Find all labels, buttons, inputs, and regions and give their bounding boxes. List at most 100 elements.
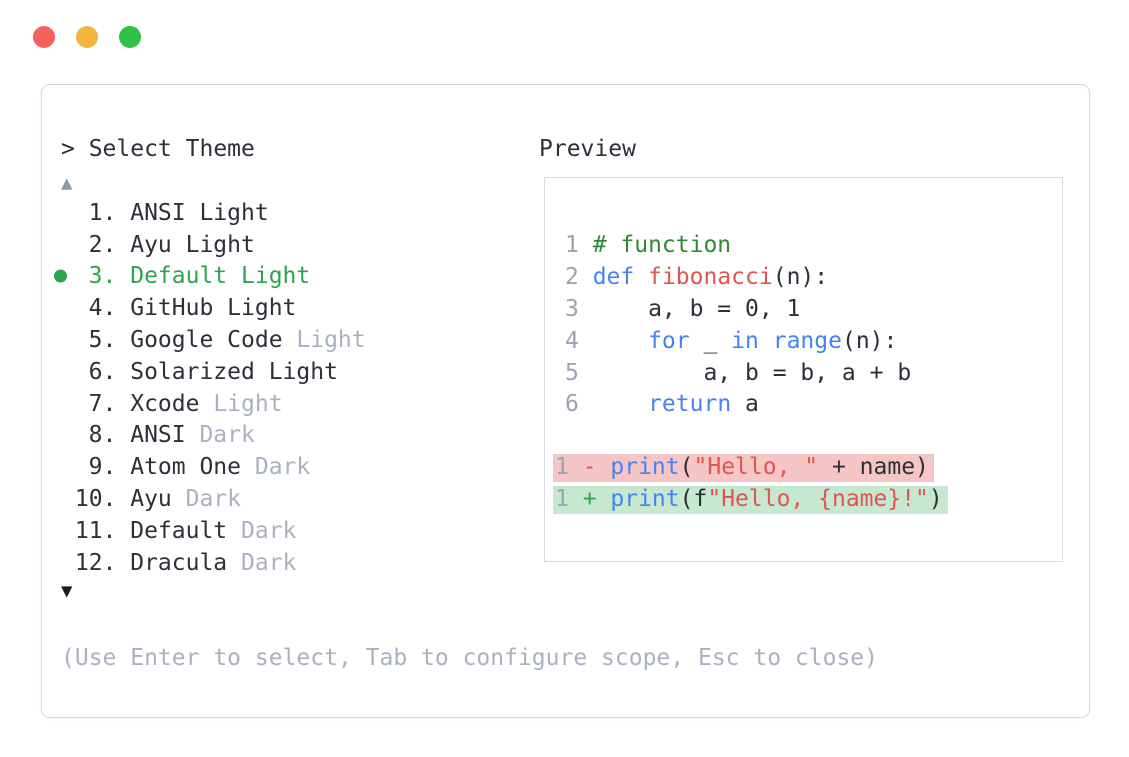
code-token [593,328,648,354]
theme-name: Ayu Light [130,231,255,258]
line-number: 1 [565,232,579,259]
bullet-gutter [61,451,75,483]
diff-line-add: 1 + print(f"Hello, {name}!") [545,484,1062,516]
theme-name: GitHub Light [130,295,297,322]
line-content: 4 for _ in range(n): [565,328,897,355]
line-content: 1 # function [565,232,731,259]
line-content: 3 a, b = 0, 1 [565,296,800,323]
theme-number: 10. [74,486,117,513]
code-line: 5 a, b = b, a + b [545,357,1062,389]
code-token [593,391,648,417]
theme-list-item[interactable]: 3. Default Light [54,261,366,293]
theme-list-item[interactable]: 2.Ayu Light [61,229,366,261]
selected-dot-gutter [54,261,75,293]
code-token: fibonacci [648,264,773,291]
theme-list-item[interactable]: 5. Google Code Light [61,324,366,356]
minimize-window-button[interactable] [76,26,98,48]
theme-list-item[interactable]: 9. Atom One Dark [61,451,366,483]
theme-name: Solarized Light [130,358,338,385]
bullet-gutter [61,483,75,515]
close-window-button[interactable] [33,26,55,48]
code-token: (n): [772,264,829,291]
line-content: 6 return a [565,391,759,418]
line-number: 6 [565,391,579,418]
theme-variant: Dark [254,454,311,481]
bullet-gutter [61,420,75,452]
bullet-gutter [61,292,75,324]
code-token: ( [679,454,694,481]
theme-name: Google Code [130,327,283,354]
theme-variant: Light [213,390,283,417]
code-token: def [592,264,635,291]
bullet-gutter [61,324,75,356]
theme-variant: Dark [241,517,297,544]
theme-list-item[interactable]: 11. Default Dark [61,515,366,547]
code-line: 6 return a [545,389,1062,421]
theme-list-item[interactable]: 8. ANSI Dark [61,420,366,452]
theme-variant: Dark [199,422,255,449]
bullet-gutter [61,547,75,579]
theme-number: 11. [74,517,117,544]
code-token: a, b = 0, 1 [592,295,801,322]
theme-list-item[interactable]: 10. Ayu Dark [61,483,366,515]
selected-dot-icon [54,269,67,283]
line-number: 4 [565,327,579,354]
code-token: ) [928,486,943,513]
code-token: # function [592,232,732,259]
code-token: a [731,391,759,418]
theme-list-item[interactable]: 6. Solarized Light [61,356,366,388]
theme-number: 8. [88,422,117,449]
window-controls [33,26,141,48]
select-theme-prompt[interactable]: > Select Theme [61,136,255,162]
blank-line [545,421,1062,453]
code-token: range [772,327,842,354]
theme-number: 9. [88,454,117,481]
code-token: (f [679,486,708,513]
theme-list-item[interactable]: 4. GitHub Light [61,292,366,324]
line-content: 5 a, b = b, a + b [565,360,911,387]
theme-number: 4. [88,295,117,322]
theme-name: ANSI [130,422,186,449]
bullet-gutter [61,515,75,547]
code-token: "Hello, " [693,454,819,481]
scroll-down-icon[interactable]: ▼ [61,580,73,602]
theme-name: Ayu [130,486,172,513]
theme-number: 12. [74,549,117,576]
theme-list-item[interactable]: 1.ANSI Light [61,197,366,229]
code-line: 4 for _ in range(n): [545,325,1062,357]
code-token: + name) [818,454,929,481]
code-line: 1 # function [545,230,1062,262]
theme-number: 3. [88,263,117,290]
maximize-window-button[interactable] [119,26,141,48]
bullet-gutter [61,388,75,420]
theme-variant: Light [296,327,366,354]
preview-heading: Preview [539,136,636,162]
code-token [634,264,648,290]
theme-number: 5. [88,327,117,354]
theme-variant: Dark [185,486,241,513]
line-content: 1 - print("Hello, " + name) [553,454,934,483]
theme-name: Atom One [130,454,241,481]
theme-number: 1. [88,199,117,226]
code-token [759,328,773,354]
code-token: for [648,327,690,354]
code-token: a, b = b, a + b [592,359,912,386]
code-token: in [731,327,759,354]
theme-name: Default [130,517,228,544]
line-number: 5 [565,359,579,386]
diff-minus-sign: - [568,454,611,481]
scroll-up-icon[interactable]: ▲ [61,172,73,194]
code-token: _ [689,327,732,354]
keyboard-hints: (Use Enter to select, Tab to configure s… [61,645,878,671]
theme-number: 6. [88,358,117,385]
theme-name: Default Light [130,263,311,290]
bullet-gutter [61,197,75,229]
theme-variant: Dark [241,549,297,576]
theme-list-item[interactable]: 12. Dracula Dark [61,547,366,579]
theme-name: Dracula [130,549,228,576]
